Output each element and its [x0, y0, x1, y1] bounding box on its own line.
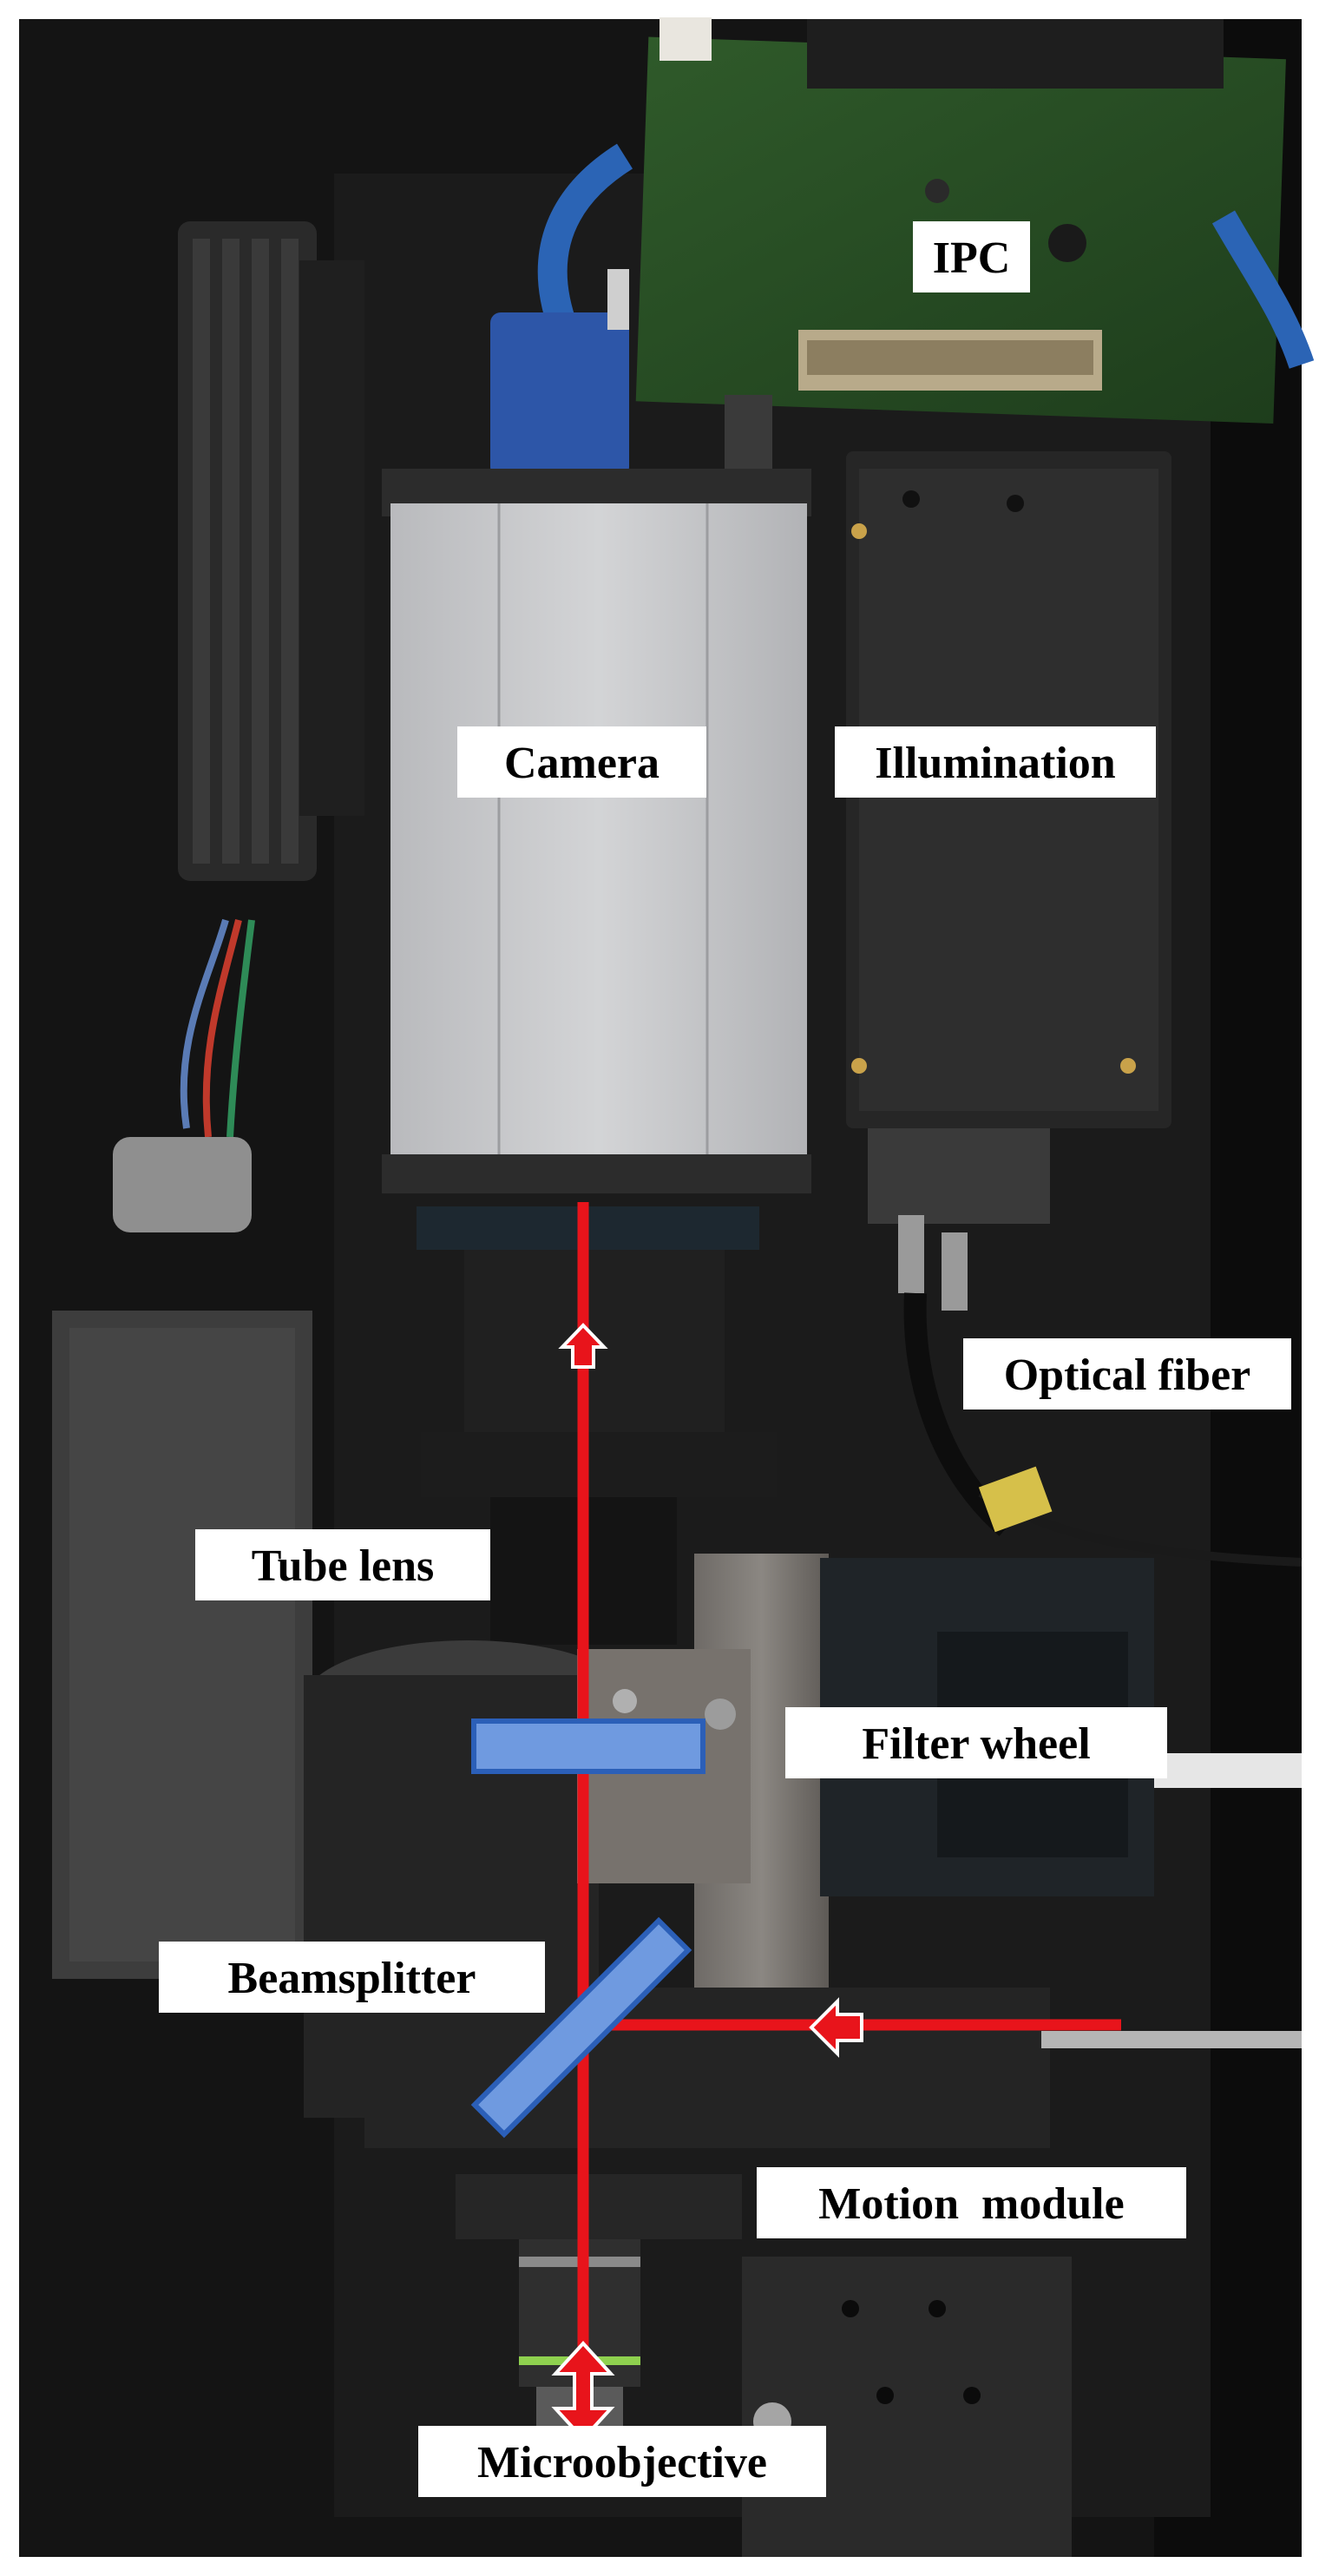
- blue-cable-right: [1211, 210, 1315, 369]
- grey-cover-inner: [69, 1328, 295, 1962]
- colored-wires: [180, 918, 229, 1129]
- filter-element: [471, 1718, 705, 1774]
- beamsplitter-element: [470, 1916, 692, 2139]
- label-ipc: IPC: [913, 221, 1030, 292]
- label-tube-lens-text: Tube lens: [252, 1541, 435, 1591]
- label-optical-fiber: Optical fiber: [963, 1338, 1291, 1410]
- thumb-screw: [607, 269, 629, 330]
- camera-body: [382, 469, 811, 1193]
- tube-lens-flange: [421, 1432, 777, 1497]
- label-microobjective-text: Microobjective: [477, 2438, 767, 2487]
- label-microobjective: Microobjective: [418, 2426, 826, 2497]
- ipc-board: [635, 17, 1286, 424]
- label-camera: Camera: [457, 726, 706, 798]
- upward-arrow-marker: [558, 1323, 608, 1369]
- label-ipc-text: IPC: [933, 233, 1011, 283]
- label-motion-module: Motion module: [757, 2167, 1186, 2238]
- label-optical-fiber-text: Optical fiber: [1004, 1350, 1251, 1400]
- yellow-tag: [978, 1466, 1053, 1533]
- label-motion-module-text: Motion module: [818, 2179, 1124, 2229]
- sensor-cylinder: [725, 395, 772, 477]
- power-module: [178, 221, 364, 881]
- motion-stage-plate: [742, 2257, 1072, 2557]
- vga-connector: [490, 312, 629, 477]
- leftward-arrow-marker: [809, 1997, 863, 2058]
- objective-mount: [456, 2174, 742, 2239]
- stage-hole: [876, 2387, 894, 2404]
- colored-wire-red: [202, 919, 242, 1138]
- label-filter-wheel: Filter wheel: [785, 1707, 1167, 1778]
- optical-fiber-cable: [903, 1292, 1014, 1536]
- white-tube: [1154, 1753, 1302, 1788]
- label-filter-wheel-text: Filter wheel: [862, 1719, 1090, 1769]
- label-camera-text: Camera: [504, 739, 660, 788]
- illumination-fiber-port: [1041, 2031, 1302, 2048]
- optical-path: [551, 1202, 1121, 2448]
- beamsplitter-block: [364, 1988, 1050, 2148]
- label-tube-lens: Tube lens: [195, 1529, 490, 1600]
- blue-cable: [537, 143, 633, 335]
- stage-hole: [963, 2387, 981, 2404]
- stage-hole: [929, 2300, 946, 2317]
- label-illumination-text: Illumination: [875, 739, 1115, 788]
- label-beamsplitter: Beamsplitter: [159, 1942, 545, 2013]
- colored-wire-green: [226, 919, 255, 1138]
- stage-hole: [842, 2300, 859, 2317]
- label-illumination: Illumination: [835, 726, 1156, 798]
- label-beamsplitter-text: Beamsplitter: [228, 1954, 476, 2003]
- grey-plug: [113, 1137, 252, 1232]
